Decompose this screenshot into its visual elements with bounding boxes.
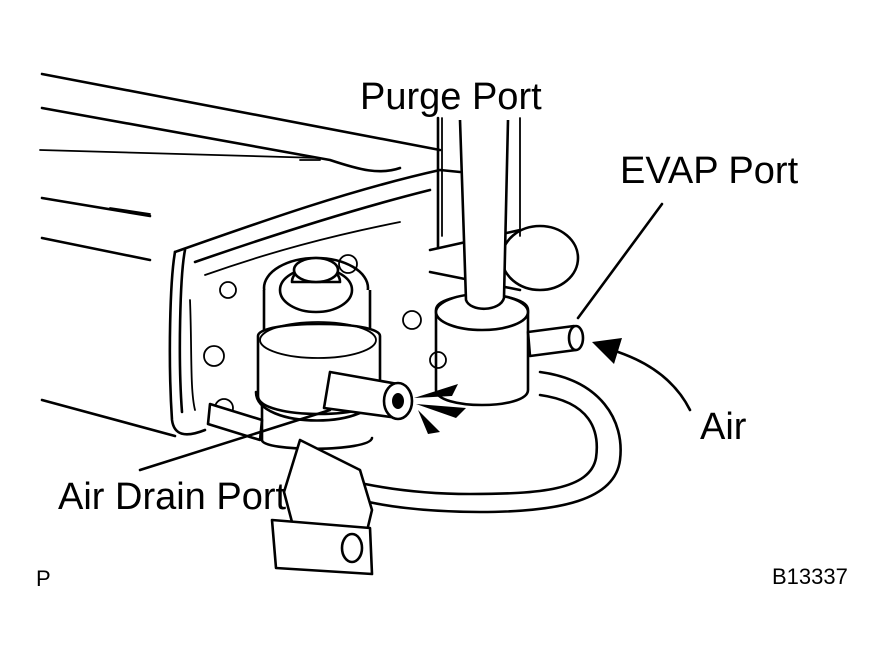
canister-body [39, 72, 462, 438]
hose [358, 370, 622, 514]
purge-port-label: Purge Port [360, 76, 542, 118]
air-drain-nipple [322, 370, 414, 421]
air-drain-port-label: Air Drain Port [58, 476, 287, 518]
valve-assembly [254, 256, 382, 451]
leader-lines [138, 116, 664, 472]
mounting-bracket [203, 254, 447, 576]
air-exit-arrows [414, 384, 466, 434]
figure-code: B13337 [772, 564, 848, 589]
page-marker: P [36, 566, 51, 591]
air-label: Air [700, 406, 747, 448]
evap-port-label: EVAP Port [620, 150, 799, 192]
purge-port-tube [441, 117, 521, 311]
port-cylinder [428, 224, 585, 407]
air-arrow [592, 338, 692, 412]
